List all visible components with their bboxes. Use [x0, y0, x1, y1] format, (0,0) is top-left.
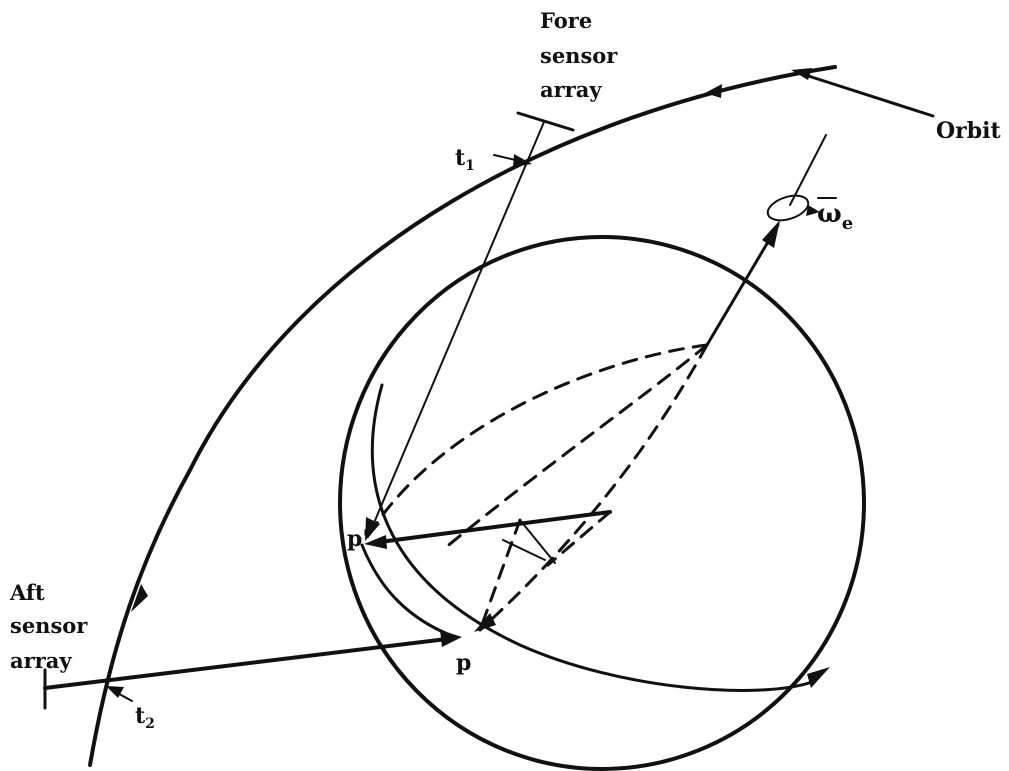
center-to-pprime-arrowhead — [364, 535, 387, 549]
omega-subscript: e — [842, 213, 853, 234]
aft-sensor-line-2: sensor — [10, 613, 88, 638]
meridian-dashed-3 — [478, 343, 709, 632]
omega-symbol: ω — [817, 199, 842, 229]
orbit-path — [88, 65, 837, 767]
t1-label: t1 — [455, 145, 475, 174]
projection-dashed-b — [478, 518, 522, 632]
aft-sensor-label: Aft sensor array — [9, 580, 95, 673]
t2-letter: t — [135, 703, 146, 729]
orbit-direction-arrow-left — [131, 584, 148, 612]
projection-line-a — [519, 519, 556, 564]
fore-sensor-bar — [516, 111, 575, 132]
p-prime-label: p' — [347, 526, 369, 552]
t2-subscript: 2 — [145, 716, 155, 732]
center-to-p-arrowhead — [474, 613, 496, 632]
rotation-axis-arrowhead — [762, 220, 780, 248]
rotation-loop-arrowhead — [806, 205, 820, 216]
t1-pointer-arrowhead — [513, 154, 532, 167]
rotation-loop — [766, 194, 810, 222]
p-label: p — [456, 650, 471, 676]
orbit-leader-line — [794, 70, 935, 118]
t2-label: t2 — [135, 703, 155, 732]
fore-sensor-line-2: sensor — [540, 43, 618, 68]
aft-sensor-line-3: array — [10, 648, 72, 673]
projection-dashed-a — [546, 510, 612, 567]
fore-sensor-label: Fore sensor array — [540, 8, 625, 102]
fore-sensor-line-3: array — [540, 77, 602, 102]
fore-line-of-sight — [367, 121, 545, 538]
earth-sphere — [338, 235, 866, 771]
meridian-dashed-2 — [443, 343, 709, 550]
orbit-leader-arrowhead — [791, 68, 812, 80]
angle-marker — [502, 539, 546, 561]
ground-track-outer — [370, 383, 814, 692]
aft-line-of-sight — [43, 636, 457, 690]
rotation-axis — [705, 223, 780, 347]
omega-label: ωe — [817, 199, 853, 234]
rotation-axis-extension — [789, 134, 827, 206]
t2-pointer-arrowhead — [106, 686, 124, 698]
aft-sensor-line-1: Aft — [9, 580, 45, 605]
t1-letter: t — [455, 145, 466, 171]
orbit-direction-arrow-top — [705, 84, 722, 98]
fore-sensor-line-1: Fore — [540, 8, 592, 33]
t1-subscript: 1 — [465, 158, 475, 174]
ground-track-inner — [360, 543, 457, 639]
meridian-dashed-1 — [364, 343, 709, 542]
orbit-label: Orbit — [936, 118, 1001, 144]
center-to-pprime-vector — [370, 510, 612, 545]
ground-track-end-arrow — [807, 667, 830, 688]
